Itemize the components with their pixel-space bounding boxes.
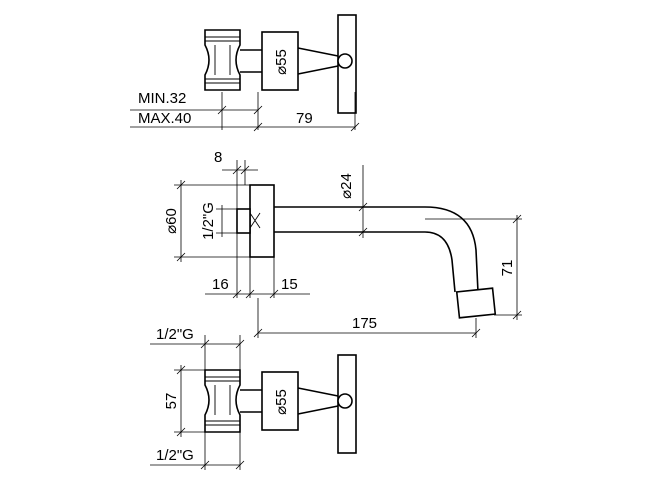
dim-71-label: 71 — [499, 260, 516, 277]
bottom-valve-view: ⌀55 1/2"G 57 1/2"G — [150, 326, 357, 470]
spout-pipe — [274, 206, 479, 293]
top-valve-body — [204, 29, 241, 91]
dia-60-label: ⌀60 — [163, 208, 180, 234]
bottom-valve-body — [204, 369, 241, 433]
dim-15-label: 15 — [281, 276, 298, 293]
thread-mid-label: 1/2"G — [200, 202, 217, 240]
bottom-handle-cap — [337, 393, 353, 409]
bottom-rosette — [261, 371, 299, 431]
dia-24-label: ⌀24 — [338, 173, 355, 199]
dim-175-label: 175 — [352, 315, 377, 332]
min-clamp-label: MIN.32 — [138, 90, 186, 107]
top-handle-cap — [337, 53, 353, 69]
dim-16-label: 16 — [212, 276, 229, 293]
thread-bottom-top-label: 1/2"G — [156, 326, 194, 343]
top-dia-55-label: ⌀55 — [273, 49, 290, 75]
spout-connector-nut — [236, 208, 251, 234]
dim-8-label: 8 — [214, 149, 222, 166]
dim-79-label: 79 — [296, 110, 313, 127]
max-clamp-label: MAX.40 — [138, 110, 191, 127]
thread-bottom-bottom-label: 1/2"G — [156, 447, 194, 464]
spout-aerator — [455, 287, 497, 319]
top-rosette — [261, 31, 299, 91]
spout-wall-plate — [249, 184, 275, 258]
spout-view: ⌀24 8 ⌀60 1/2"G 16 15 71 — [163, 149, 522, 338]
top-valve-view: ⌀55 MIN.32 MAX.40 79 — [130, 14, 360, 132]
dim-57-label: 57 — [163, 393, 180, 410]
bottom-dia-55-label: ⌀55 — [273, 389, 290, 415]
